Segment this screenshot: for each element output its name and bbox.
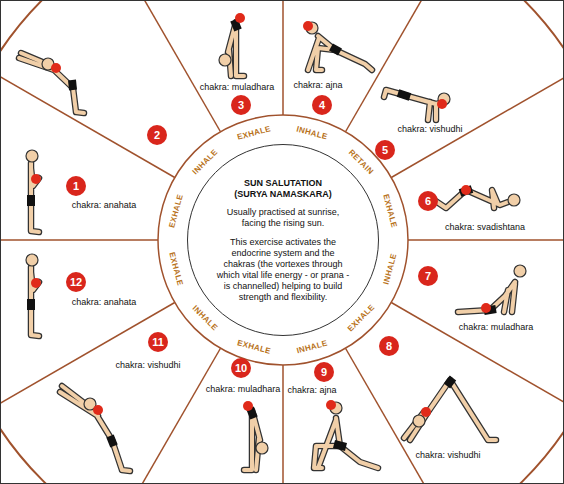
- step-number-text: 2: [150, 125, 164, 145]
- chakra-label: chakra: muladhara: [200, 82, 275, 92]
- step-number-text: 1: [69, 176, 83, 196]
- center-title: SUN SALUTATION (SURYA NAMASKARA): [227, 178, 339, 200]
- step-number: 7: [418, 266, 438, 286]
- chakra-label: chakra: vishudhi: [115, 360, 180, 370]
- step-number-text: 5: [378, 140, 392, 160]
- step-number-text: 6: [421, 191, 435, 211]
- center-text: Usually practised at sunrise, facing the…: [222, 207, 344, 229]
- step-number: 5: [375, 140, 395, 160]
- step-number: 1: [66, 176, 86, 196]
- center-circle: SUN SALUTATION (SURYA NAMASKARA) Usually …: [187, 144, 379, 336]
- step-number-text: 11: [151, 332, 165, 352]
- figure-shorts: [31, 20, 496, 447]
- step-number: 4: [312, 95, 332, 115]
- step-number-text: 9: [317, 362, 331, 382]
- chakra-label: chakra: vishudhi: [415, 450, 480, 460]
- step-number: 12: [66, 272, 86, 292]
- chakra-label: chakra: muladhara: [459, 322, 534, 332]
- step-number: 10: [231, 358, 251, 378]
- step-number-text: 8: [382, 336, 396, 356]
- chakra-label: chakra: anahata: [72, 297, 137, 307]
- chakra-label: chakra: ajna: [287, 385, 336, 395]
- chakra-dots: [31, 13, 491, 417]
- step-number: 9: [314, 362, 334, 382]
- step-number-text: 7: [421, 266, 435, 286]
- step-number: 8: [379, 336, 399, 356]
- figure-bodies: [19, 22, 515, 471]
- step-number: 3: [231, 95, 251, 115]
- step-number-text: 3: [234, 95, 248, 115]
- chakra-label: chakra: ajna: [293, 80, 342, 90]
- chakra-label: chakra: muladhara: [206, 384, 281, 394]
- figure-outlines: [19, 22, 515, 471]
- center-text: This exercise activates the endocrine sy…: [215, 237, 351, 303]
- figure-heads: [26, 22, 526, 454]
- chakra-label: chakra: vishudhi: [397, 124, 462, 134]
- chakra-label: chakra: anahata: [72, 200, 137, 210]
- step-number-text: 10: [234, 358, 248, 378]
- step-number: 2: [147, 125, 167, 145]
- step-number-text: 4: [315, 95, 329, 115]
- step-number: 11: [148, 332, 168, 352]
- chakra-label: chakra: svadishtana: [445, 222, 525, 232]
- breath-ring: [158, 115, 408, 365]
- step-number: 6: [418, 191, 438, 211]
- step-number-text: 12: [69, 272, 83, 292]
